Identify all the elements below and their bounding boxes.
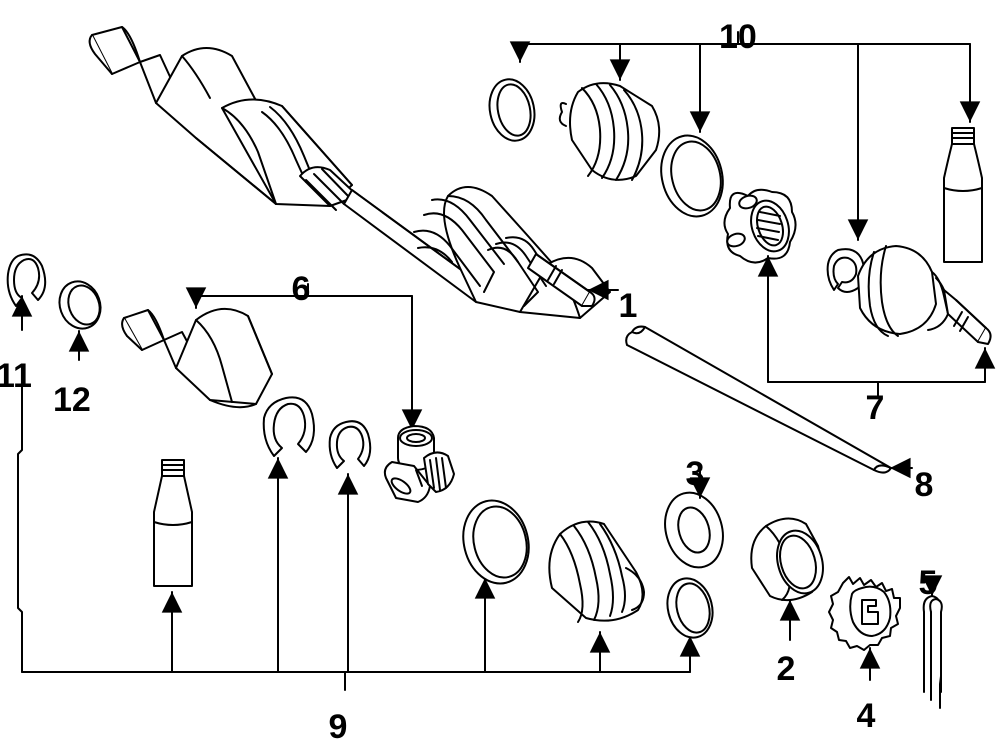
grease-tube-inner [153,459,193,587]
boot-clamp-large [462,499,530,585]
boot-clamp-o-2 [660,134,724,218]
damper-shaft-rod [625,325,892,474]
cotter-pin [922,595,943,709]
abs-tone-ring [828,576,901,651]
callout-bracket-6 [185,283,423,431]
callout-label-11: 11 [0,357,32,395]
dust-deflector-cover [750,517,824,602]
boot-clamp-o-1 [488,78,536,142]
callout-label-6: 6 [291,270,311,308]
tripod-joint [383,425,455,503]
snap-ring-a [262,396,315,457]
callout-label-7: 7 [865,389,885,427]
seal-cap-upper-left [58,280,102,330]
diagram-canvas: 1 2 3 4 5 6 7 8 9 10 11 12 [0,18,996,744]
callout-label-3: 3 [685,455,705,493]
callout-label-12: 12 [53,381,91,419]
callout-label-10: 10 [719,18,757,56]
callout-bracket-7 [757,255,996,397]
callout-label-5: 5 [918,564,938,602]
snap-ring-upper-left [6,253,47,307]
outer-boot [558,82,661,181]
main-axle-assembly [88,26,611,319]
parts-diagram-artwork [6,26,996,709]
callout-label-9: 9 [328,708,348,746]
callout-label-1: 1 [618,287,638,325]
callout-label-8: 8 [914,466,934,504]
outer-cv-joint [857,245,992,345]
snap-ring-b [328,420,372,469]
inner-joint-housing [121,308,273,409]
callout-leader-11 [17,375,23,673]
inner-boot [548,520,645,623]
outer-cv-cage [723,188,797,264]
callout-label-2: 2 [776,650,796,688]
washer-ring [664,491,724,569]
boot-clamp-small [666,577,714,639]
callout-bracket-10 [509,31,981,241]
callout-bracket-9 [21,457,701,691]
callout-label-4: 4 [856,697,876,735]
grease-tube-outer [943,127,983,263]
